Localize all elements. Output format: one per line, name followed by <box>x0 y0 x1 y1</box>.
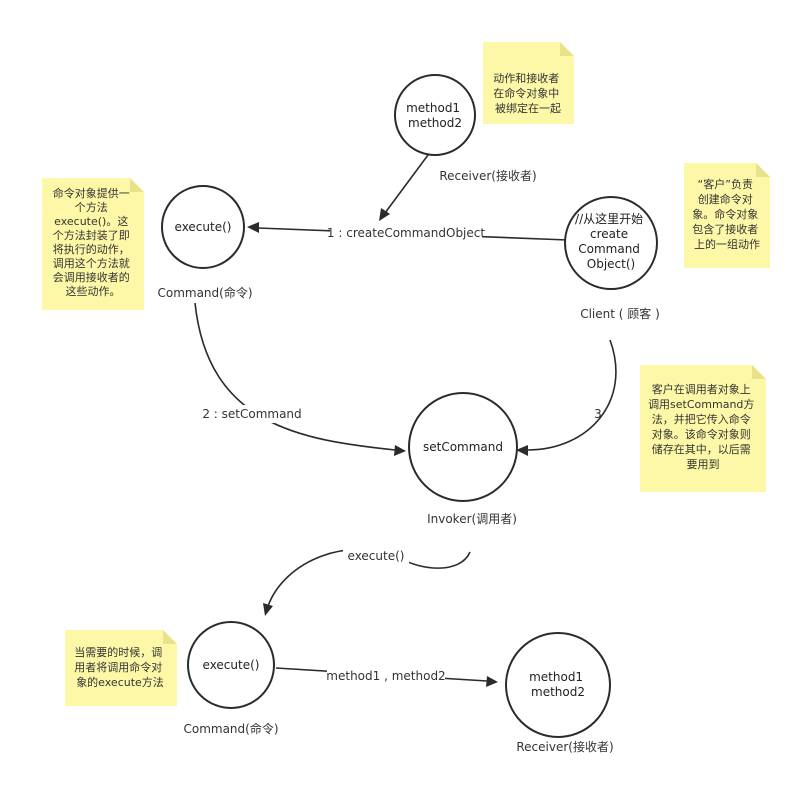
node-receiver-bottom-text: method1 method2 <box>529 670 587 699</box>
node-command-top-caption: Command(命令) <box>157 285 252 300</box>
note-client-creates-text: “客户”负责 创建命令对 象。命令对象 包含了接收者 上的一组动作 <box>692 177 762 251</box>
edge-create-command: 1 : createCommandObject <box>247 222 569 242</box>
node-receiver-top: method1 method2 Receiver(接收者) <box>394 74 537 183</box>
note-receiver-binding-text: 动作和接收者 在命令对象中 被绑定在一起 <box>493 71 563 115</box>
edge-set-command: 2 : setCommand <box>194 302 406 456</box>
edge-create-command-label: 1 : createCommandObject <box>327 226 485 240</box>
note-invoker-setcommand: 客户在调用者对象上 调用setCommand方 法，并把它传入命令 对象。该命令… <box>640 365 766 492</box>
node-client-text: //从这里开始 create Command Object() <box>575 211 647 271</box>
node-invoker-text: setCommand <box>423 440 503 454</box>
note-receiver-binding: 动作和接收者 在命令对象中 被绑定在一起 <box>483 42 574 124</box>
note-command-execute-text: 命令对象提供一 个方法 execute()。这 个方法封装了即 将执行的动作， … <box>53 186 134 298</box>
node-invoker: setCommand Invoker(调用者) <box>408 392 518 526</box>
edge-client-to-invoker: 3 <box>516 339 617 456</box>
edge-methods: method1 , method2 <box>275 667 498 687</box>
node-receiver-top-caption: Receiver(接收者) <box>439 168 536 183</box>
node-client-caption: Client ( 顾客 ) <box>580 306 660 321</box>
node-command-bottom: execute() Command(命令) <box>183 621 279 736</box>
edge-set-command-label: 2 : setCommand <box>202 407 301 421</box>
edge-client-to-invoker-label: 3 <box>594 407 602 421</box>
note-invoker-calls-execute: 当需要的时候，调 用者将调用命令对 象的execute方法 <box>65 630 177 706</box>
node-invoker-caption: Invoker(调用者) <box>427 512 517 526</box>
edge-execute-label: execute() <box>348 549 405 563</box>
node-command-top: execute() Command(命令) <box>157 185 253 300</box>
node-receiver-bottom: method1 method2 Receiver(接收者) <box>505 632 614 754</box>
note-invoker-setcommand-text: 客户在调用者对象上 调用setCommand方 法，并把它传入命令 对象。该命令… <box>648 382 758 471</box>
node-receiver-bottom-caption: Receiver(接收者) <box>516 739 613 754</box>
edge-execute: execute() <box>263 547 471 616</box>
node-command-bottom-caption: Command(命令) <box>183 721 278 736</box>
node-client: //从这里开始 create Command Object() Client (… <box>564 196 660 321</box>
note-command-execute: 命令对象提供一 个方法 execute()。这 个方法封装了即 将执行的动作， … <box>42 178 144 310</box>
edge-methods-label: method1 , method2 <box>326 669 445 683</box>
node-receiver-top-text: method1 method2 <box>406 101 464 130</box>
edge-receiver-to-command <box>379 154 429 221</box>
note-invoker-calls-execute-text: 当需要的时候，调 用者将调用命令对 象的execute方法 <box>74 645 166 689</box>
note-client-creates: “客户”负责 创建命令对 象。命令对象 包含了接收者 上的一组动作 <box>684 163 770 268</box>
node-command-top-text: execute() <box>175 220 232 234</box>
node-command-bottom-text: execute() <box>203 658 260 672</box>
